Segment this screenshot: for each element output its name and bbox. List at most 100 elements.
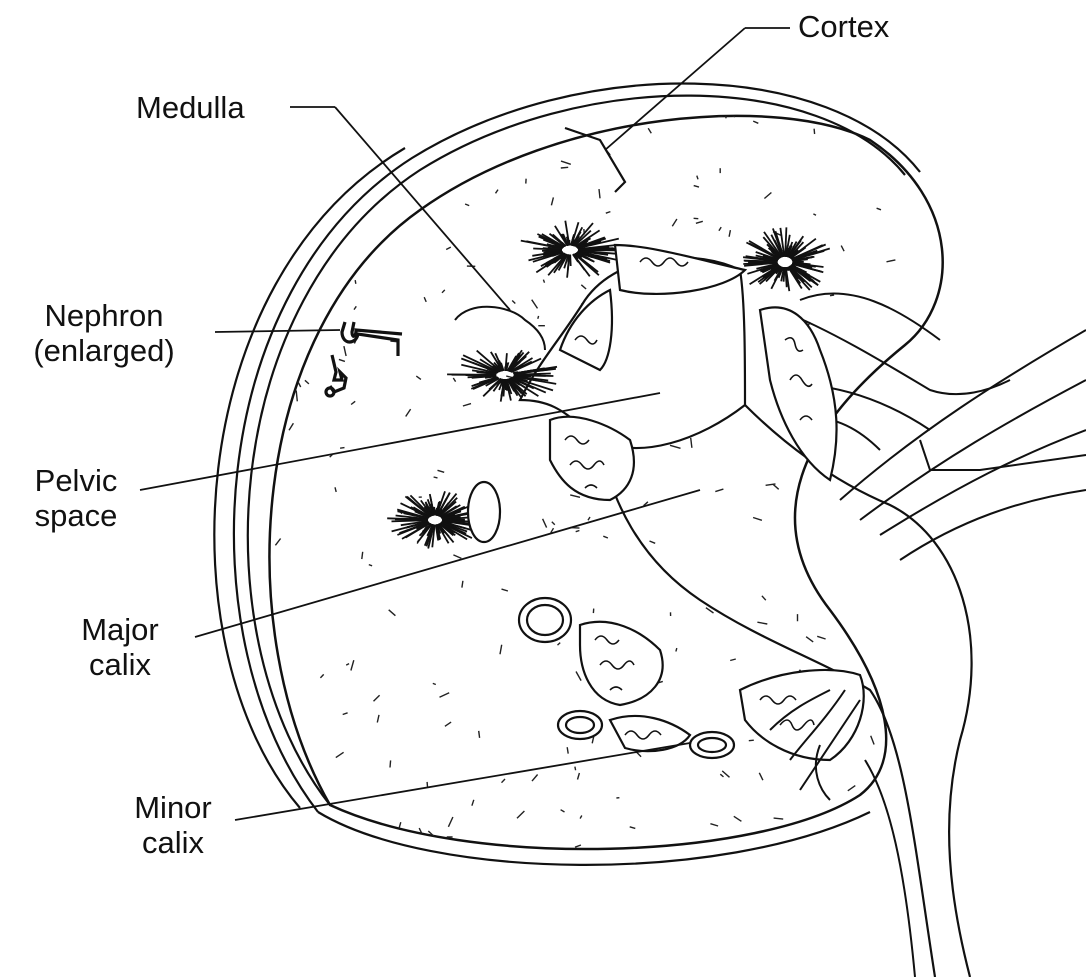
stipple-mark [502, 589, 508, 591]
label-pelvic-line2: space [16, 498, 136, 533]
pyramid-stroke [436, 508, 437, 516]
stipple-mark [719, 227, 721, 231]
stipple-mark [903, 764, 909, 770]
stipple-mark [902, 417, 907, 420]
stipple-mark [355, 280, 356, 284]
stipple-mark [884, 621, 888, 629]
stipple-mark [882, 372, 886, 376]
stipple-mark [320, 674, 323, 678]
stipple-mark [576, 531, 580, 532]
stipple-mark [672, 219, 677, 226]
nephron-leader [215, 330, 340, 332]
stipple-mark [730, 659, 736, 661]
pyramid-stroke [495, 372, 497, 373]
stipple-mark [448, 817, 453, 827]
stipple-mark [650, 541, 656, 543]
label-minor-calix: Minor calix [108, 790, 238, 860]
stipple-mark [538, 316, 539, 319]
nephron-highlight-tubule [455, 307, 545, 350]
stipple-mark [581, 285, 586, 289]
stipple-mark [343, 254, 345, 257]
pyramid-stroke [745, 261, 778, 262]
stipple-mark [753, 121, 758, 123]
stipple-mark [258, 549, 264, 554]
stipple-mark [934, 190, 935, 200]
stipple-mark [434, 477, 438, 478]
stipple-mark [837, 858, 840, 861]
stipple-mark [558, 643, 561, 646]
stipple-mark [670, 445, 681, 448]
stipple-mark [938, 173, 941, 175]
stipple-mark [734, 816, 742, 821]
stipple-mark [691, 438, 692, 448]
stipple-mark [945, 114, 953, 116]
stipple-mark [336, 752, 344, 757]
pyramid-stroke [503, 379, 504, 385]
stipple-mark [339, 359, 345, 361]
stipple-mark [576, 672, 581, 681]
stipple-mark [462, 581, 463, 588]
label-major-line2: calix [50, 647, 190, 682]
stipple-mark [570, 495, 580, 497]
stipple-mark [374, 695, 380, 701]
stipple-mark [275, 539, 280, 546]
stipple-mark [696, 221, 703, 223]
label-minor-line2: calix [108, 825, 238, 860]
stipple-mark [925, 685, 930, 687]
stipple-mark [367, 112, 377, 117]
label-minor-line1: Minor [108, 790, 238, 825]
stipple-mark [759, 773, 763, 780]
stipple-mark [575, 767, 576, 771]
stipple-mark [465, 204, 469, 206]
label-major-line1: Major [50, 612, 190, 647]
stipple-mark [567, 747, 568, 753]
stipple-mark [933, 573, 936, 578]
stipple-mark [543, 280, 544, 283]
label-nephron-line1: Nephron [4, 298, 204, 333]
stipple-mark [351, 401, 355, 404]
stipple-mark [603, 536, 608, 538]
stipple-mark [938, 789, 941, 792]
pyramid-stroke [506, 363, 507, 371]
stipple-mark [871, 736, 874, 745]
stipple-mark [369, 565, 372, 566]
minor-calix-leader [235, 743, 690, 820]
stipple-mark [886, 542, 890, 543]
stipple-mark [896, 683, 901, 685]
pyramid-stroke [514, 376, 531, 377]
stipple-mark [932, 717, 937, 718]
stipple-mark [598, 117, 606, 122]
stipple-mark [340, 448, 344, 449]
stipple-mark [335, 487, 336, 492]
stipple-mark [272, 345, 273, 348]
stipple-mark [463, 404, 471, 406]
stipple-mark [551, 197, 553, 205]
stipple-mark [346, 664, 349, 666]
pyramid-stroke [488, 373, 497, 374]
stipple-mark [453, 378, 455, 382]
stipple-mark [378, 138, 381, 139]
stipple-mark [344, 248, 352, 254]
stipple-mark [373, 148, 384, 150]
pyramid-stroke [434, 507, 435, 516]
stipple-mark [390, 760, 391, 767]
stipple-mark [532, 300, 538, 309]
stipple-mark [406, 409, 411, 416]
label-cortex: Cortex [798, 9, 889, 44]
stipple-mark [377, 715, 379, 723]
stipple-mark [561, 810, 565, 812]
stipple-mark [532, 775, 538, 782]
stipple-mark [389, 610, 396, 616]
stipple-mark [720, 774, 723, 777]
stipple-mark [817, 636, 825, 639]
stipple-mark [561, 161, 571, 164]
stipple-mark [305, 380, 309, 384]
stipple-mark [867, 425, 870, 434]
stipple-mark [561, 167, 568, 168]
stipple-mark [897, 581, 904, 586]
stipple-mark [599, 189, 600, 198]
stipple-mark [438, 470, 445, 472]
stipple-mark [848, 786, 856, 791]
stipple-mark [578, 773, 580, 780]
label-nephron: Nephron (enlarged) [4, 298, 204, 368]
